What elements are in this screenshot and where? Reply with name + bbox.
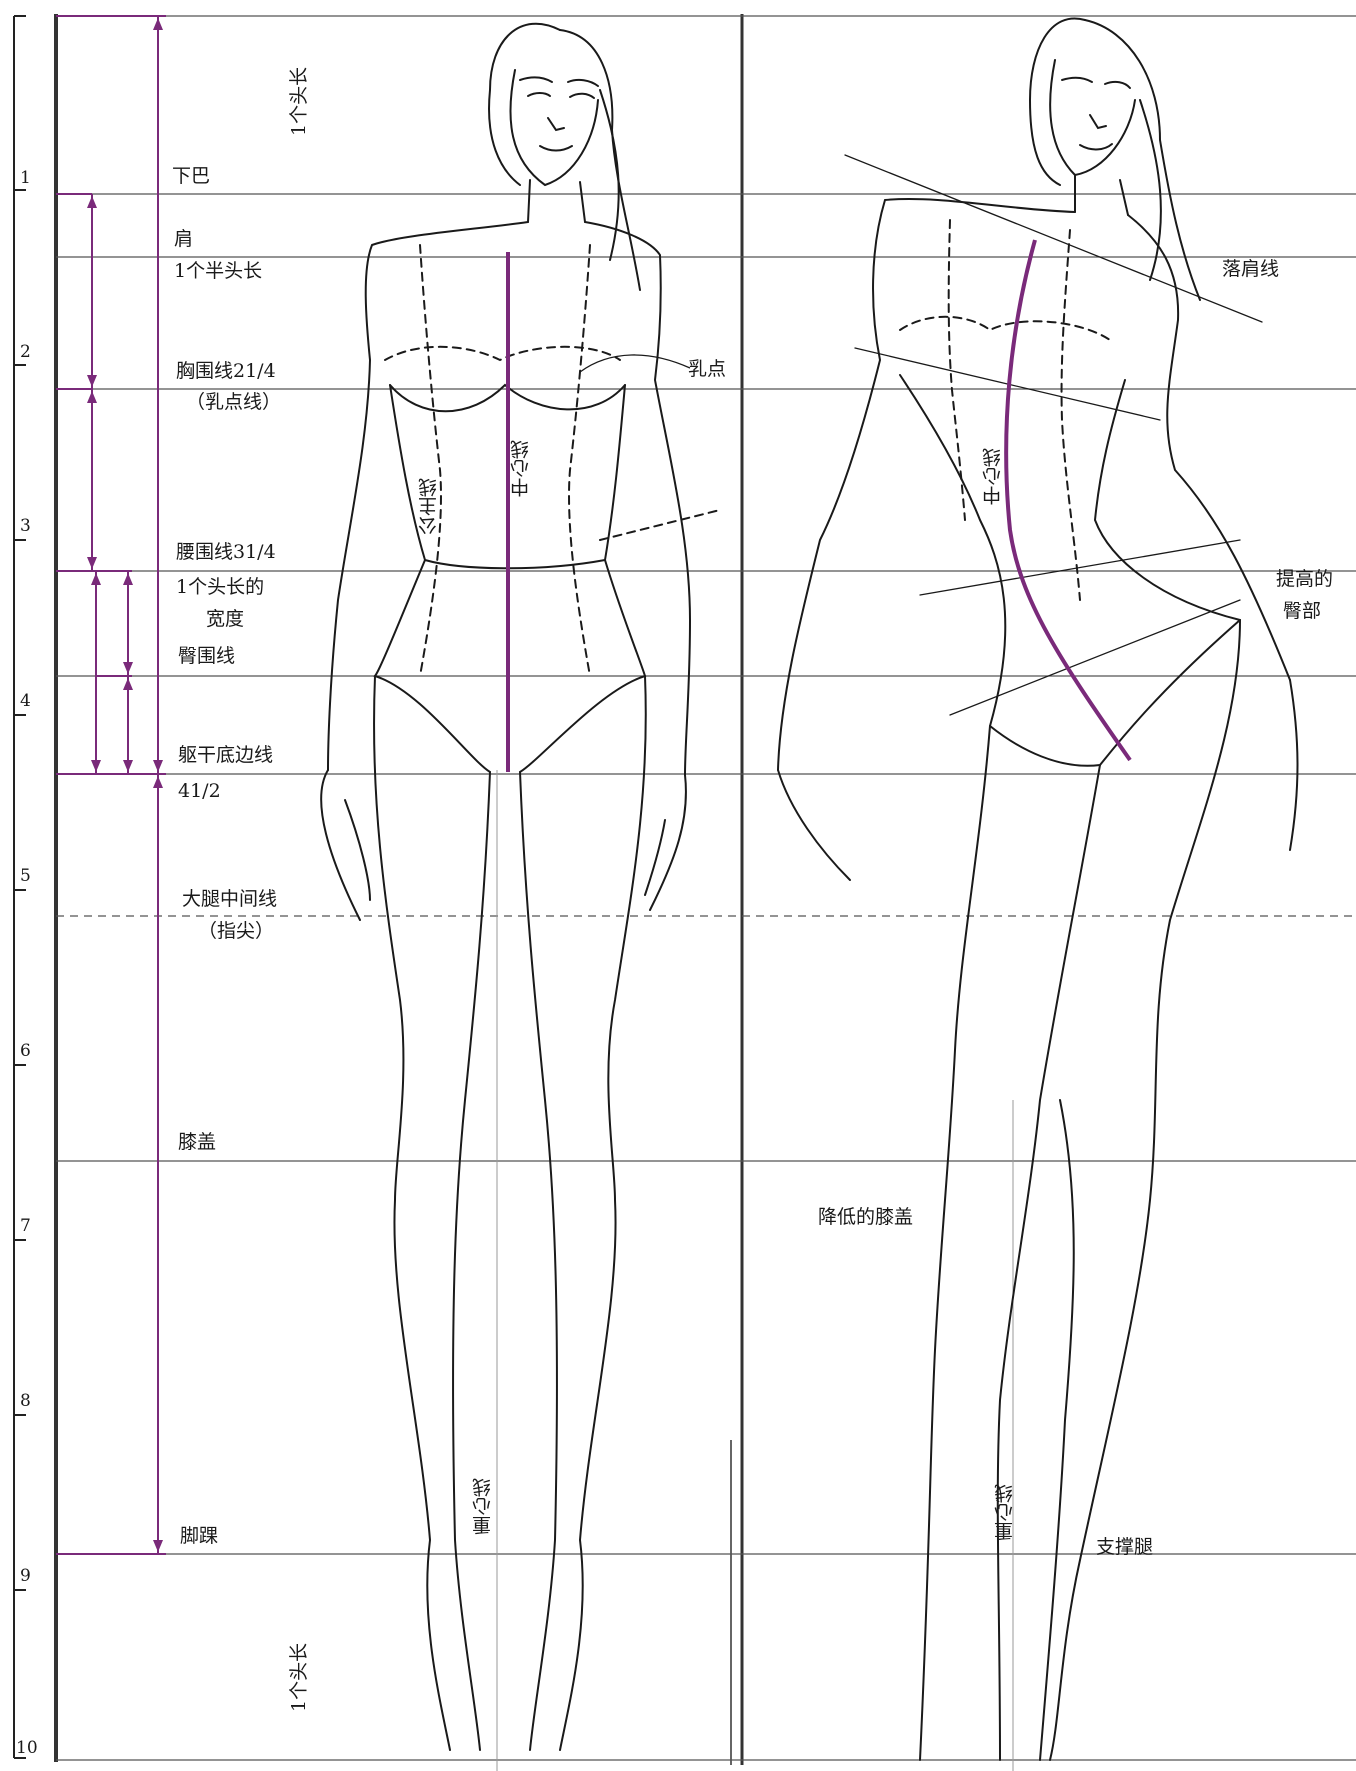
hip-line-label: 臀围线 [178, 647, 235, 666]
raised-hip-label-line2: 臀部 [1283, 602, 1321, 621]
scale-number-4: 4 [20, 693, 31, 710]
scale-number-6: 6 [20, 1043, 31, 1060]
scale-number-3: 3 [20, 518, 31, 535]
fingertip-label: （指尖） [198, 922, 274, 941]
posed-figure [778, 18, 1298, 1760]
waist-line-label: 腰围线31/4 [176, 543, 276, 562]
raised-hip-label-line1: 提高的 [1276, 570, 1333, 589]
scale-ruler [14, 16, 26, 1758]
center-line-label-front: 中心线 [512, 440, 531, 497]
scale-number-2: 2 [20, 344, 31, 361]
nipple-line-label: （乳点线） [186, 393, 281, 412]
scale-number-5: 5 [20, 868, 31, 885]
gravity-guide-lines [497, 770, 1013, 1771]
bust-line-label: 胸围线21/4 [176, 362, 276, 381]
scale-number-9: 9 [20, 1568, 31, 1585]
thigh-middle-label: 大腿中间线 [182, 890, 277, 909]
lowered-knee-label: 降低的膝盖 [818, 1208, 913, 1227]
shoulder-label: 肩 [174, 230, 193, 249]
torso-base-label: 躯干底边线 [178, 746, 273, 765]
gravity-line-label-posed: 重心线 [996, 1484, 1015, 1541]
princess-line-label: 公主线 [420, 478, 439, 535]
scale-number-1: 1 [20, 170, 31, 187]
gravity-line-label-front: 重心线 [474, 1478, 493, 1535]
front-view-figure [321, 24, 720, 1750]
scale-number-7: 7 [20, 1218, 31, 1235]
dropped-shoulder-label: 落肩线 [1222, 260, 1279, 279]
chin-label: 下巴 [172, 167, 210, 186]
head-width-label-line1: 1个头长的 [176, 578, 264, 597]
nipple-leader-line [580, 355, 690, 372]
posed-center-line [1006, 240, 1130, 760]
one-half-head-label: 1个半头长 [174, 262, 262, 281]
ankle-label: 脚踝 [180, 1527, 218, 1546]
head-width-label-line2: 宽度 [206, 610, 244, 629]
head-length-label-top: 1个头长 [290, 67, 309, 136]
head-length-label-bottom: 1个头长 [290, 1643, 309, 1712]
scale-number-8: 8 [20, 1393, 31, 1410]
knee-label: 膝盖 [178, 1133, 216, 1152]
center-line-label-posed: 中心线 [984, 448, 1003, 505]
arrow-heads [87, 18, 163, 1552]
scale-number-10: 10 [16, 1740, 38, 1757]
nipple-label: 乳点 [688, 360, 726, 379]
torso-base-value: 41/2 [178, 782, 221, 801]
support-leg-label: 支撑腿 [1096, 1538, 1153, 1557]
measurement-arrows [56, 16, 166, 1554]
